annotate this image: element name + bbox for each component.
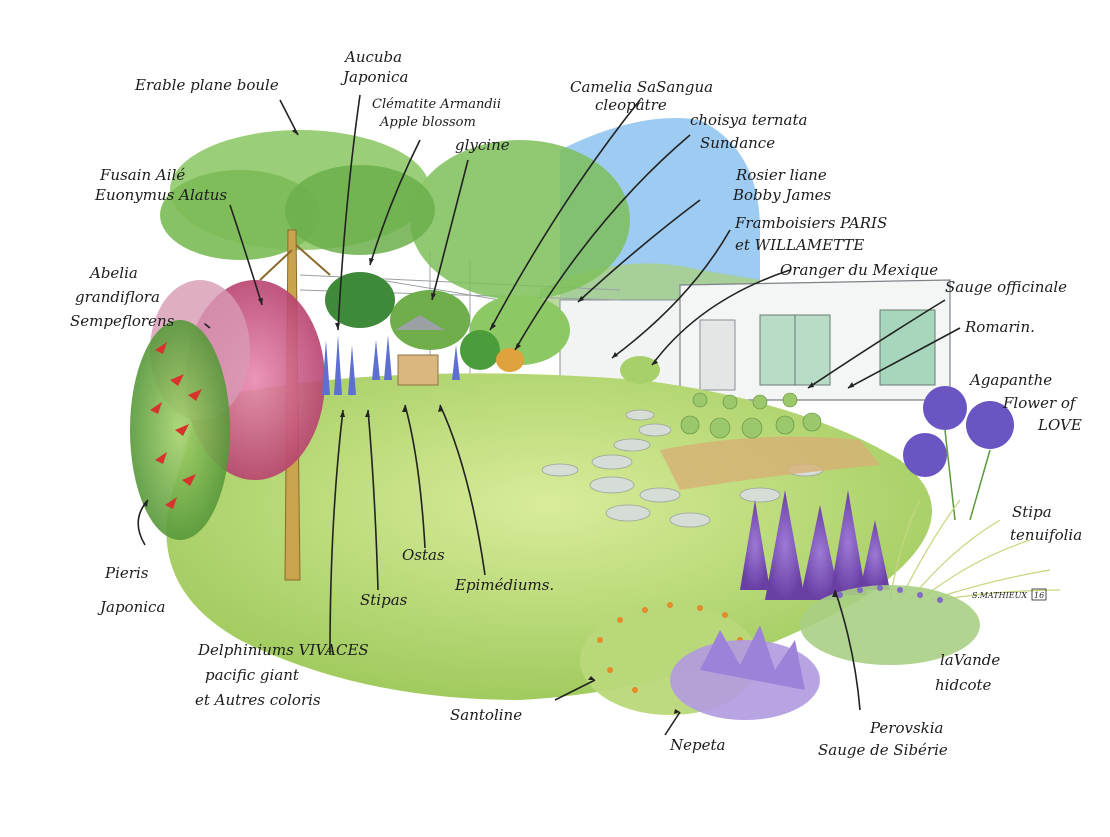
label-agapanthe-3: LOVE <box>1037 416 1082 434</box>
svg-text:16: 16 <box>1034 591 1044 600</box>
label-agapanthe-2: Flower of <box>1002 394 1078 412</box>
label-romarin: Romarin. <box>964 318 1035 336</box>
nepeta <box>670 625 820 720</box>
label-clematite-1: Clématite Armandii <box>372 97 501 112</box>
agapanthus <box>903 386 1014 521</box>
label-clematite-2: Apple blossom <box>379 115 476 130</box>
label-framboisiers-2: et WILLAMETTE <box>735 236 864 254</box>
label-erable: Erable plane boule <box>134 76 279 94</box>
label-epimediums: Epimédiums. <box>454 576 554 594</box>
label-stipa-tenui-1: Stipa <box>1012 503 1052 521</box>
svg-text:S.MATHIEUX: S.MATHIEUX <box>972 591 1027 600</box>
label-framboisiers-1: Framboisiers PARIS <box>734 214 887 232</box>
label-delphiniums-1: Delphiniums VIVACES <box>197 641 369 659</box>
label-fusain-1: Fusain Ailé <box>99 166 185 184</box>
label-agapanthe-1: Agapanthe <box>968 371 1052 389</box>
label-camelia-2: cleopâtre <box>595 96 667 114</box>
cabbage-row <box>680 392 822 439</box>
label-choisya-2: Sundance <box>700 134 775 152</box>
label-rosier-2: Bobby James <box>732 186 832 204</box>
label-santoline: Santoline <box>450 706 522 724</box>
artist-signature: S.MATHIEUX 16 <box>972 588 1047 601</box>
label-stipas: Stipas <box>360 591 408 609</box>
label-delphiniums-2: pacific giant <box>205 666 300 684</box>
background-foliage <box>325 140 660 384</box>
plant-labels: Erable plane boule Aucuba Japonica Cléma… <box>70 48 1082 759</box>
label-rosier-1: Rosier liane <box>735 166 827 184</box>
left-shrubs <box>130 280 325 540</box>
label-nepeta: Nepeta <box>669 736 725 754</box>
label-oranger: Oranger du Mexique <box>780 261 938 279</box>
label-stipa-tenui-2: tenuifolia <box>1010 526 1082 544</box>
arrow-heads <box>143 129 854 714</box>
label-lavande-2: hidcote <box>935 676 992 694</box>
stone-well <box>395 315 445 386</box>
house <box>559 279 951 401</box>
label-sauge: Sauge officinale <box>945 278 1067 296</box>
label-fusain-2: Euonymus Alatus <box>94 186 227 204</box>
label-aucuba-2: Japonica <box>340 68 408 86</box>
label-pieris-2: Japonica <box>97 598 165 616</box>
label-glycine: glycine <box>455 136 510 154</box>
lavender <box>800 585 980 665</box>
label-aucuba-1: Aucuba <box>343 48 402 66</box>
label-perovskia-2: Sauge de Sibérie <box>818 741 948 759</box>
delphiniums <box>322 335 460 395</box>
label-abelia-2: grandiflora <box>75 288 160 306</box>
label-abelia-3: Sempeflorens <box>70 312 175 330</box>
label-ostas: Ostas <box>402 546 445 564</box>
label-pieris-1: Pieris <box>104 564 149 582</box>
label-abelia-1: Abelia <box>88 264 138 282</box>
label-delphiniums-3: et Autres coloris <box>195 691 321 709</box>
perovskia <box>740 490 890 600</box>
label-camelia-1: Camelia SaSangua <box>570 78 713 96</box>
label-perovskia-1: Perovskia <box>869 719 944 737</box>
label-lavande-1: laVande <box>940 651 1000 669</box>
pieris-red-leaves <box>150 342 202 509</box>
vegetable-bed <box>660 436 880 490</box>
label-choisya-1: choisya ternata <box>690 111 807 129</box>
annotation-arrows <box>137 94 961 736</box>
